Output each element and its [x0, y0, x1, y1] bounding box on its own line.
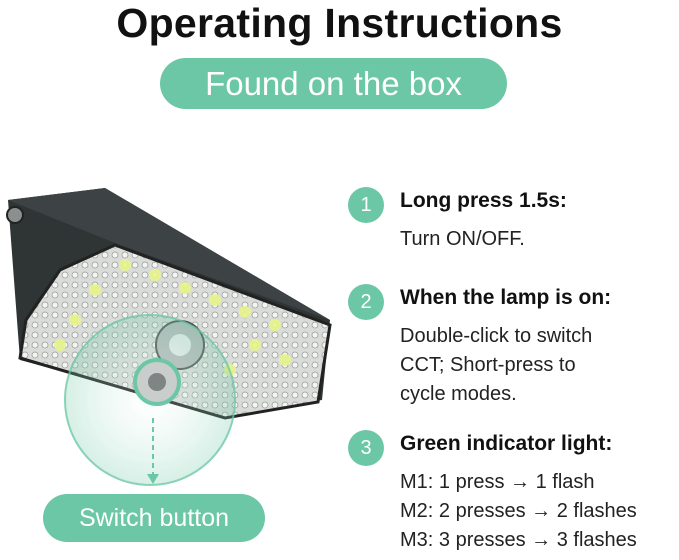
- step-number-badge: 1: [348, 187, 384, 223]
- step-line: Turn ON/OFF.: [400, 228, 525, 250]
- subtitle-pill: Found on the box: [160, 58, 507, 109]
- side-knob: [6, 206, 24, 224]
- page-title: Operating Instructions: [116, 0, 563, 46]
- step-number-badge: 3: [348, 430, 384, 466]
- step-line: cycle modes.: [400, 383, 517, 405]
- step-title: Green indicator light:: [400, 432, 613, 455]
- led-array: [54, 259, 291, 376]
- step-description: Turn ON/OFF.: [400, 225, 525, 254]
- callout-arrow-icon: [147, 474, 159, 484]
- step-number-badge: 2: [348, 284, 384, 320]
- lamp-top-face: [8, 188, 330, 320]
- switch-button-callout: Switch button: [43, 494, 265, 542]
- step-title: When the lamp is on:: [400, 286, 612, 309]
- step-description: M1: 1 press → 1 flash M2: 2 presses → 2 …: [400, 468, 637, 555]
- step-line: M3: 3 presses → 3 flashes: [400, 529, 637, 551]
- solar-lamp-illustration: [6, 188, 332, 486]
- step-line: M1: 1 press → 1 flash: [400, 471, 595, 493]
- step-title: Long press 1.5s:: [400, 189, 567, 212]
- step-line: CCT; Short-press to: [400, 354, 576, 376]
- step-line: Double-click to switch: [400, 325, 593, 347]
- step-line: M2: 2 presses → 2 flashes: [400, 500, 637, 522]
- step-description: Double-click to switch CCT; Short-press …: [400, 322, 592, 409]
